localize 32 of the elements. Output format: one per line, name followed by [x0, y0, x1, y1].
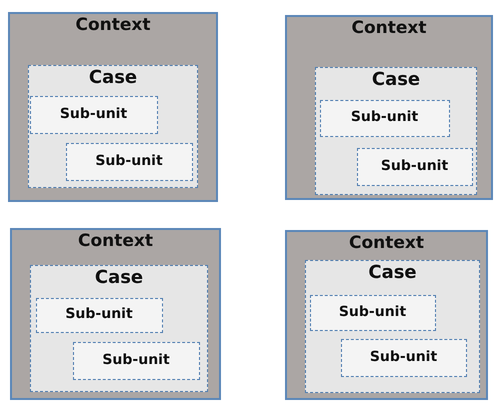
context-box: [285, 230, 488, 400]
case-label: Case: [88, 68, 138, 88]
context-box: [10, 228, 221, 400]
case-box: [315, 67, 477, 195]
case-label: Case: [372, 70, 420, 90]
sub-unit-label: Sub-unit: [370, 350, 438, 366]
case-label: Case: [94, 268, 144, 288]
context-box: [285, 15, 493, 200]
sub-unit-box: [72, 342, 200, 380]
sub-unit-box: [356, 148, 472, 186]
context-label: Context: [75, 16, 150, 35]
sub-unit-box: [30, 96, 158, 134]
sub-unit-label: Sub-unit: [380, 158, 448, 174]
case-box: [30, 265, 208, 392]
case-box: [28, 65, 198, 188]
sub-unit-label: Sub-unit: [95, 154, 163, 170]
sub-unit-box: [36, 298, 162, 332]
context-label: Context: [78, 232, 153, 251]
sub-unit-box: [66, 142, 192, 180]
case-label: Case: [368, 263, 417, 283]
sub-unit-label: Sub-unit: [350, 110, 418, 126]
sub-unit-label: Sub-unit: [338, 304, 406, 320]
sub-unit-label: Sub-unit: [60, 106, 128, 122]
sub-unit-box: [340, 338, 466, 376]
context-label: Context: [351, 19, 426, 38]
sub-unit-box: [310, 294, 436, 330]
sub-unit-label: Sub-unit: [102, 352, 170, 368]
case-box: [305, 260, 480, 393]
context-box: [8, 12, 218, 202]
context-label: Context: [348, 234, 424, 253]
sub-unit-box: [320, 100, 450, 136]
sub-unit-label: Sub-unit: [65, 307, 133, 323]
